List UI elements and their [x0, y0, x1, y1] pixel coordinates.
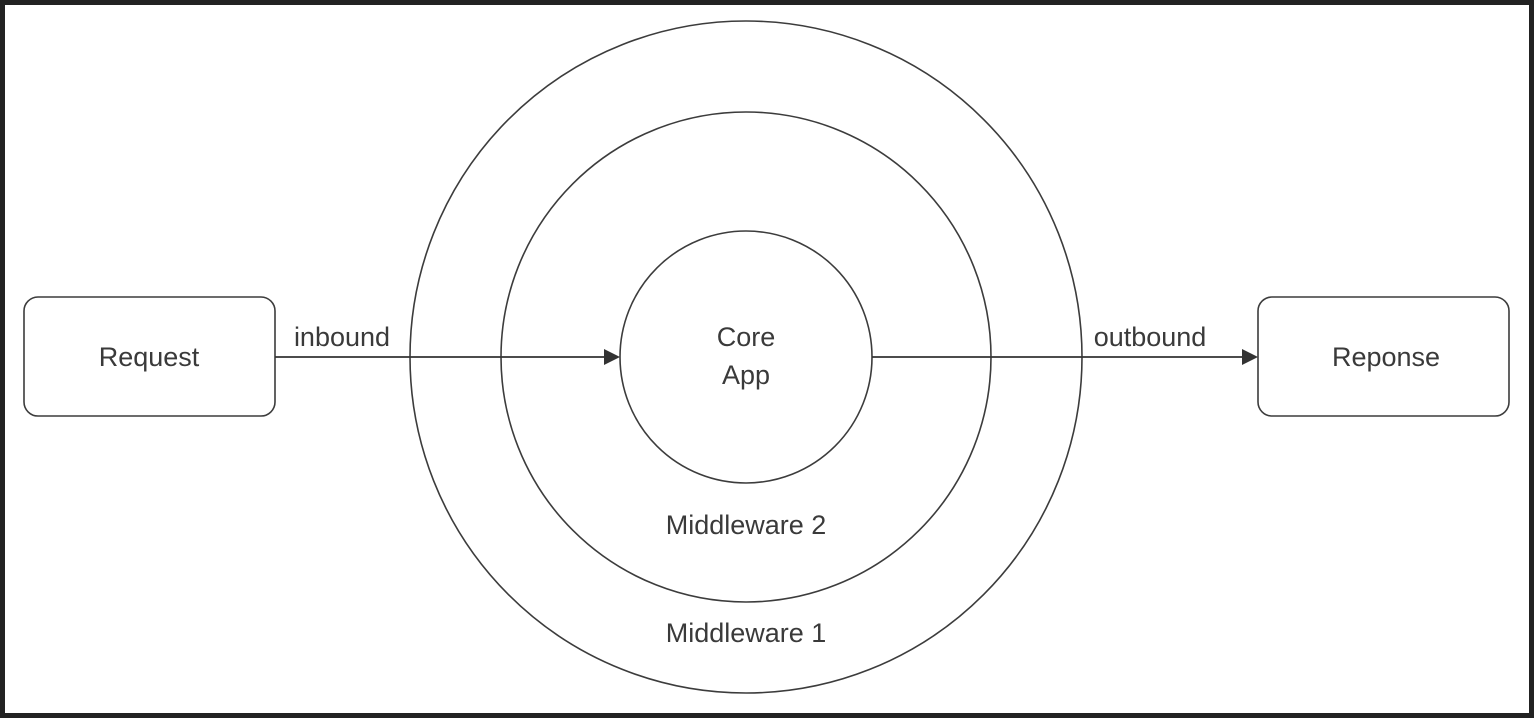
- response-label: Reponse: [1332, 342, 1440, 372]
- inbound-arrowhead-icon: [604, 349, 620, 365]
- outbound-arrowhead-icon: [1242, 349, 1258, 365]
- core-app-circle: [619, 230, 873, 484]
- request-label: Request: [99, 342, 200, 372]
- core-app-label-line2: App: [722, 360, 770, 390]
- response-box: [1257, 296, 1510, 417]
- core-app-label-line1: Core: [717, 322, 776, 352]
- middleware-2-label: Middleware 2: [666, 510, 827, 540]
- middleware-1-label: Middleware 1: [666, 618, 827, 648]
- outbound-label: outbound: [1094, 322, 1207, 352]
- inbound-label: inbound: [294, 322, 390, 352]
